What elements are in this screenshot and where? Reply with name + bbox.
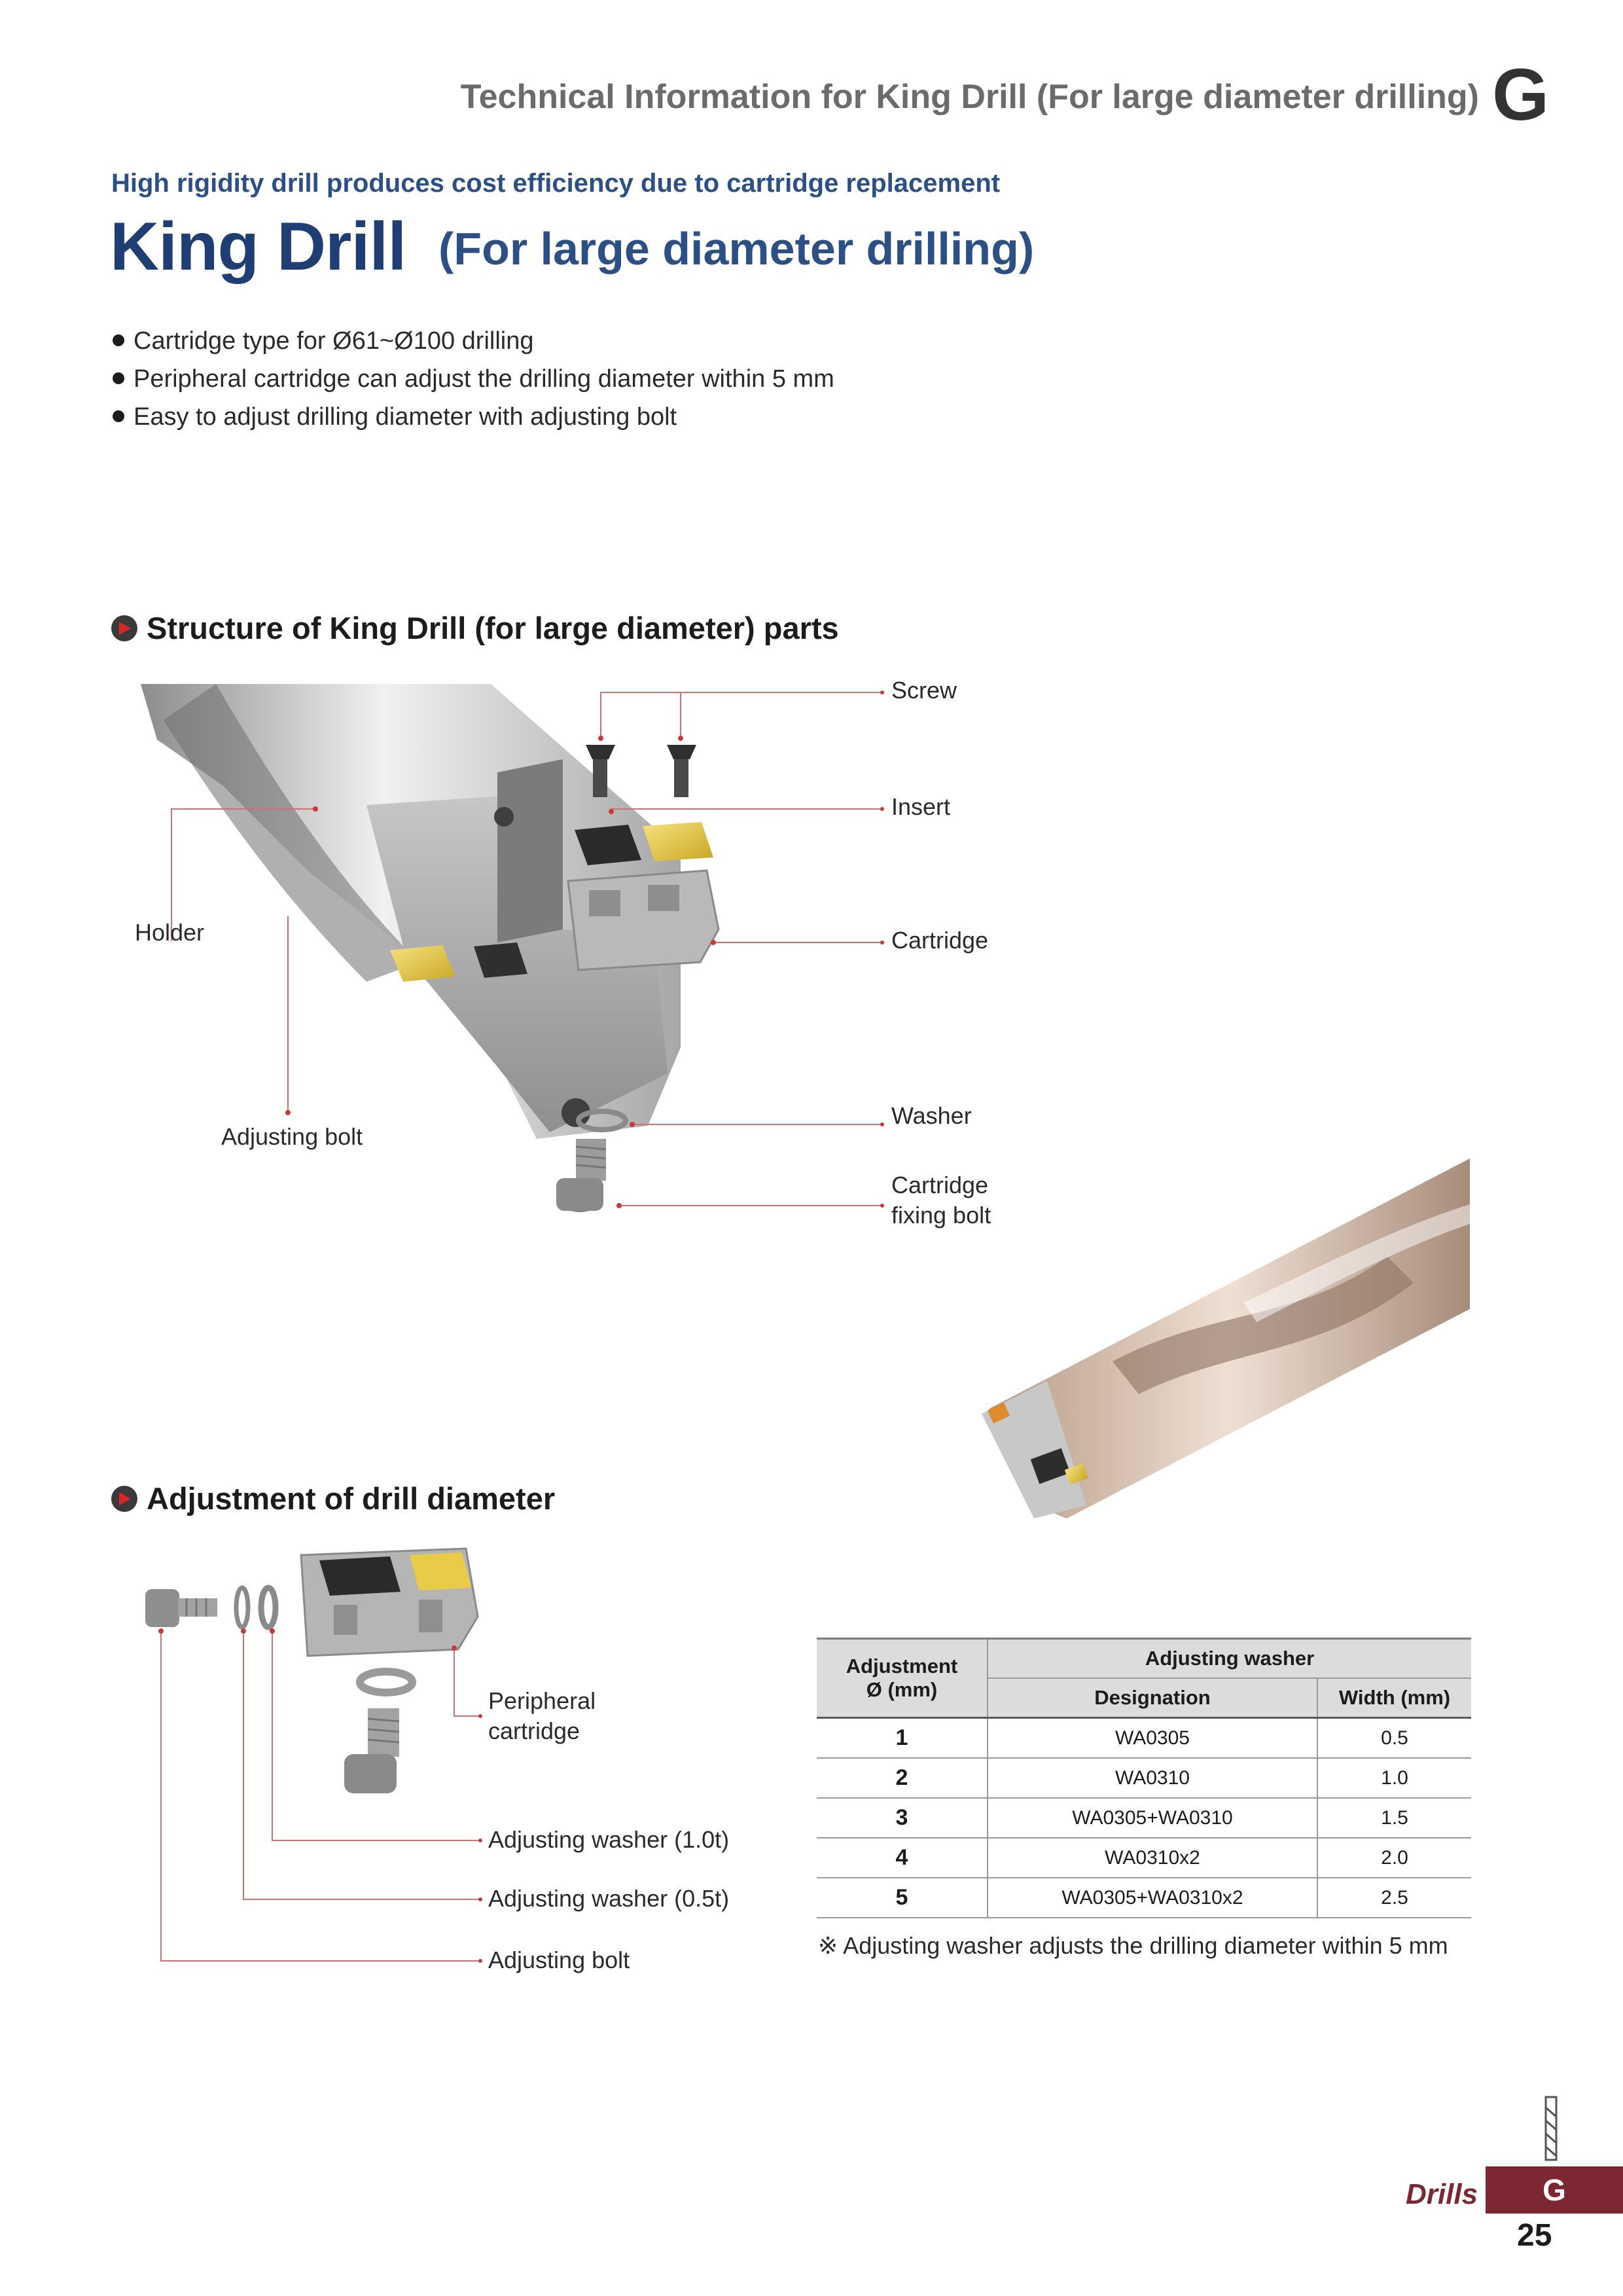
footer-section-name: Drills — [1406, 2178, 1478, 2210]
bullet-icon — [113, 410, 124, 422]
col-group-washer: Adjusting washer — [988, 1638, 1471, 1679]
label-fixing-bolt: Cartridge fixing bolt — [891, 1172, 991, 1229]
arrow-circle-icon — [111, 615, 137, 641]
label-washer-05: Adjusting washer (0.5t) — [488, 1885, 730, 1912]
screw-left — [586, 745, 615, 797]
page-number: 25 — [1517, 2218, 1552, 2253]
holder-hole — [494, 807, 514, 827]
holder-insert-dark — [474, 942, 527, 978]
feature-list: Cartridge type for Ø61~Ø100 drilling Per… — [113, 322, 834, 436]
page-header-title: Technical Information for King Drill (Fo… — [460, 78, 1479, 116]
adjustment-section-title: Adjustment of drill diameter — [111, 1480, 555, 1516]
cartridge-fixing-bolt-part — [344, 1708, 400, 1793]
product-subtitle: (For large diameter drilling) — [438, 223, 1035, 274]
label-screw: Screw — [891, 677, 957, 704]
feature-item: Easy to adjust drilling diameter with ad… — [113, 398, 834, 436]
label-adjusting-bolt: Adjusting bolt — [221, 1123, 363, 1150]
structure-section-title: Structure of King Drill (for large diame… — [111, 610, 839, 646]
table-row: 3 WA0305+WA0310 1.5 — [817, 1798, 1471, 1839]
king-drill-photo — [982, 1158, 1470, 1518]
washer-05 — [234, 1585, 251, 1630]
label-adjusting-bolt-2: Adjusting bolt — [488, 1946, 630, 1973]
col-width: Width (mm) — [1317, 1678, 1471, 1719]
peripheral-cartridge-part — [300, 1547, 479, 1657]
washer-part — [576, 1109, 628, 1132]
table-row: 1 WA0305 0.5 — [817, 1717, 1471, 1759]
col-designation: Designation — [988, 1678, 1318, 1719]
leader-lines-structure — [171, 692, 882, 1206]
screw-right — [667, 745, 696, 797]
bullet-icon — [113, 372, 124, 384]
table-row: 2 WA0310 1.0 — [817, 1758, 1471, 1799]
label-cartridge: Cartridge — [891, 927, 989, 954]
holder-flute — [164, 684, 419, 982]
label-washer: Washer — [891, 1102, 972, 1129]
label-washer-10: Adjusting washer (1.0t) — [488, 1826, 730, 1853]
cartridge-washer-part — [356, 1668, 416, 1696]
leader-lines-adjustment — [160, 1631, 480, 1962]
leader-dots-structure — [285, 691, 884, 1208]
label-holder: Holder — [135, 919, 205, 946]
arrow-circle-icon — [111, 1485, 137, 1512]
adjusting-washer-table: Adjustment Ø (mm) Adjusting washer Desig… — [817, 1638, 1471, 1918]
label-peripheral-cartridge: Peripheral cartridge — [488, 1687, 596, 1744]
col-adjustment: Adjustment Ø (mm) — [817, 1638, 988, 1719]
bullet-icon — [113, 334, 124, 346]
table-note: ※ Adjusting washer adjusts the drilling … — [818, 1932, 1448, 1959]
leader-dots-adjustment — [158, 1628, 482, 1963]
fixing-bolt-part — [556, 1139, 607, 1212]
drill-icon — [1544, 2096, 1558, 2161]
feature-item: Cartridge type for Ø61~Ø100 drilling — [113, 322, 834, 360]
footer-section-tab: G — [1486, 2166, 1623, 2214]
section-letter: G — [1492, 54, 1550, 135]
insert-gold — [643, 822, 713, 861]
holder-insert-gold — [390, 945, 455, 982]
insert-dark — [575, 825, 641, 865]
label-insert: Insert — [891, 793, 951, 820]
table-row: 4 WA0310x2 2.0 — [817, 1838, 1471, 1878]
feature-item: Peripheral cartridge can adjust the dril… — [113, 360, 834, 398]
product-name: King Drill — [110, 209, 406, 285]
tagline: High rigidity drill produces cost effici… — [111, 169, 1001, 198]
adjusting-bolt-part — [145, 1589, 217, 1627]
holder-slot — [497, 759, 563, 942]
holder-hole-lower — [562, 1098, 590, 1127]
table-row: 5 WA0305+WA0310x2 2.5 — [817, 1878, 1471, 1918]
washer-10 — [258, 1585, 279, 1630]
